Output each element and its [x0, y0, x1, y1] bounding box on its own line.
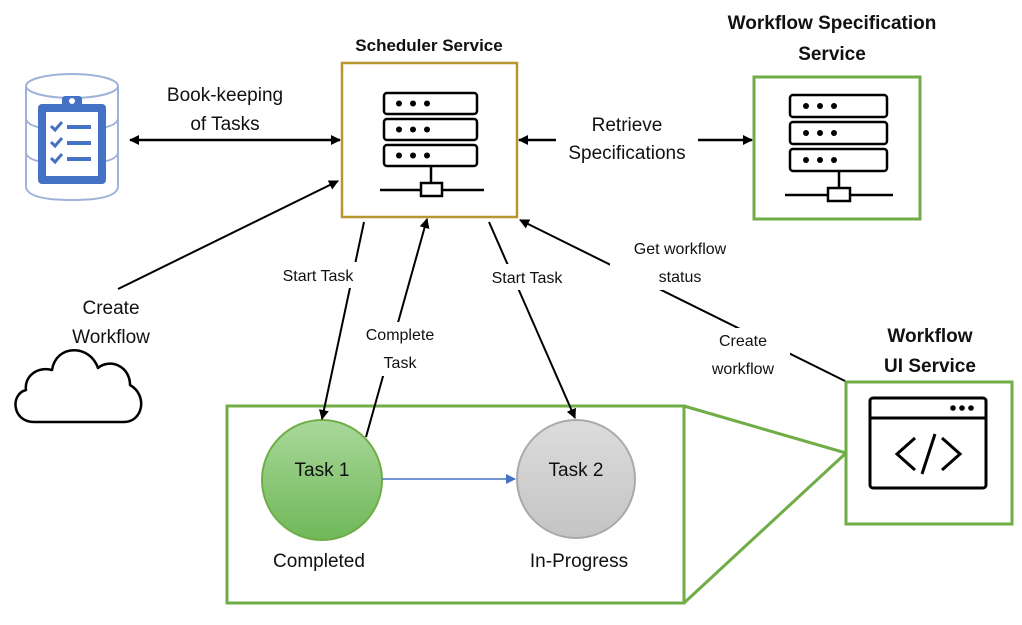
start-task-2-label: Start Task [492, 270, 564, 287]
ui-service-node: Workflow UI Service [844, 326, 1014, 526]
bookkeeping-label-line2: of Tasks [190, 114, 259, 135]
start-task-2-arrow [488, 221, 576, 419]
cloud-icon [14, 349, 143, 424]
database-clipboard-icon [25, 73, 119, 202]
zoom-line-bottom [682, 451, 848, 605]
ui-service-title-line1: Workflow [887, 326, 972, 347]
start-task-1-label-bg [270, 262, 366, 288]
spec-service-title-line2: Service [798, 44, 866, 65]
retrieve-label-bg [556, 108, 698, 166]
task-1-label: Task 1 [295, 460, 350, 481]
retrieve-label-line2: Specifications [568, 143, 685, 164]
create-workflow-ui-label-line2: workflow [711, 361, 775, 378]
bookkeeping-label-line1: Book-keeping [167, 85, 283, 106]
start-task-1-arrow [318, 221, 365, 420]
task-1-node: Task 1 Completed [261, 419, 383, 572]
ui-service-title-line2: UI Service [884, 356, 976, 377]
task-2-circle [516, 419, 636, 539]
scheduler-service-node: Scheduler Service [340, 36, 519, 219]
start-task-2-label-bg [479, 264, 575, 290]
server-rack-icon [785, 93, 893, 203]
get-status-label-bg [610, 236, 746, 290]
spec-service-node: Workflow Specification Service [728, 13, 937, 221]
task-2-label: Task 2 [549, 460, 604, 481]
code-window-icon [868, 396, 988, 490]
server-rack-icon [380, 91, 484, 198]
task-2-status: In-Progress [530, 551, 628, 572]
get-status-label-line1: Get workflow [634, 241, 727, 258]
task-1-status: Completed [273, 551, 365, 572]
start-task-1-label: Start Task [283, 268, 355, 285]
task-1-circle [261, 419, 383, 541]
scheduler-service-title: Scheduler Service [355, 36, 502, 55]
task-2-node: Task 2 In-Progress [516, 419, 636, 572]
spec-service-title-line1: Workflow Specification [728, 13, 937, 34]
complete-task-label-bg [354, 322, 448, 376]
create-workflow-ui-label-line1: Create [719, 333, 767, 350]
create-workflow-ui-label-bg [696, 328, 790, 382]
zoom-line-top [683, 404, 847, 455]
ui-to-scheduler-arrow [519, 219, 846, 382]
create-workflow-label-line2: Workflow [72, 327, 150, 348]
complete-task-label-line1: Complete [366, 327, 435, 344]
retrieve-label-line1: Retrieve [592, 115, 663, 136]
get-status-label-line2: status [659, 269, 702, 286]
complete-task-label-line2: Task [384, 355, 418, 372]
workflow-tasks-box [225, 404, 686, 605]
create-workflow-arrow [117, 180, 339, 290]
create-workflow-label-line1: Create [82, 298, 139, 319]
